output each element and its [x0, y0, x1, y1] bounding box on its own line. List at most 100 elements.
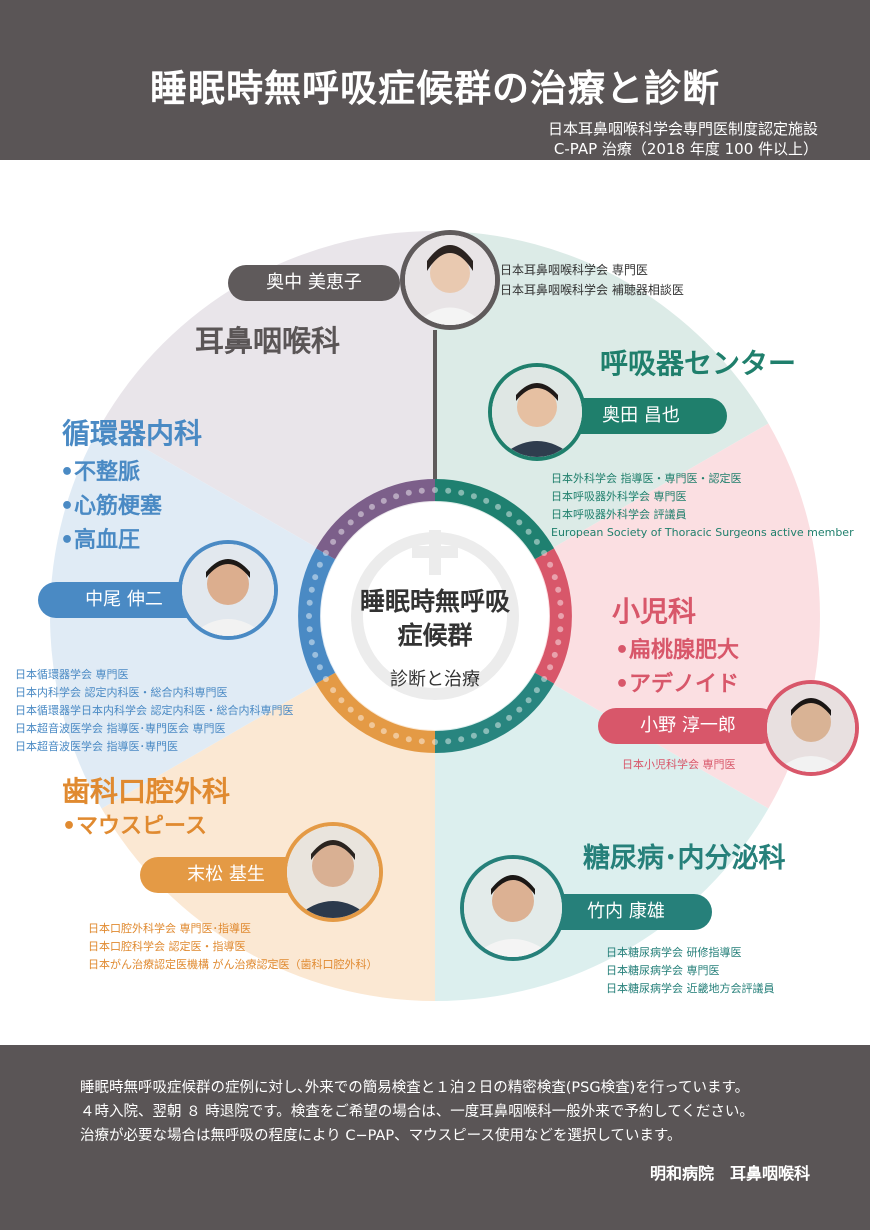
- hospital-watermark-icon: [351, 530, 519, 700]
- ring-dot: [555, 639, 562, 646]
- ring-dot: [495, 503, 501, 510]
- ring-dot: [483, 728, 490, 735]
- ring-segment-ent: [315, 479, 436, 560]
- ring-dot: [458, 489, 465, 496]
- ring-dot: [470, 493, 477, 500]
- ring-dot: [338, 528, 345, 535]
- ent-dept-title: 耳鼻咽喉科: [195, 324, 341, 358]
- ring-dot: [306, 626, 313, 633]
- ring-dot: [541, 550, 548, 556]
- pediatrics-bullets: •扁桃腺肥大 •アデノイド: [615, 638, 740, 697]
- ring-dot: [418, 738, 425, 745]
- subtitle-cpap: C-PAP 治療（2018 年度 100 件以上）: [553, 140, 818, 158]
- ring-dot: [369, 722, 375, 729]
- ring-dot: [380, 728, 387, 735]
- ring-dot: [483, 497, 490, 504]
- ring-dot: [458, 736, 465, 743]
- subtitle-certification: 日本耳鼻咽喉科学会専門医制度認定施設: [547, 120, 818, 138]
- diabetes-doctor-name: 竹内 康雄: [540, 894, 712, 930]
- dental-dept-title: 歯科口腔外科: [62, 775, 231, 808]
- center-title: 睡眠時無呼吸 症候群: [359, 587, 510, 650]
- ring-dot: [541, 676, 548, 682]
- ring-dot: [557, 626, 564, 633]
- ring-segment-respiratory: [434, 479, 555, 560]
- ring-dot: [555, 586, 562, 593]
- respiratory-doctor-photo: [488, 363, 586, 461]
- ring-dot: [547, 664, 554, 671]
- ring-dot: [405, 736, 412, 743]
- ring-dot: [380, 497, 387, 504]
- ring-dot: [322, 550, 329, 556]
- pediatrics-doctor-name: 小野 淳一郎: [598, 708, 778, 744]
- respiratory-dept-title: 呼吸器センター: [600, 347, 797, 380]
- footer-banner: [0, 1045, 870, 1230]
- ring-dot: [330, 538, 337, 545]
- ring-dot: [393, 732, 400, 739]
- footer-line-1: 睡眠時無呼吸症候群の症例に対し､外来での簡易検査と１泊２日の精密検査(PSG検査…: [80, 1080, 750, 1096]
- ring-dot: [322, 676, 329, 682]
- dental-doctor-photo: [283, 822, 383, 922]
- ring-dot: [516, 519, 523, 526]
- ring-dot: [312, 574, 319, 581]
- ring-dot: [316, 664, 323, 671]
- ring-dot: [316, 561, 323, 568]
- footer-line-2: ４時入院、翌朝 ８ 時退院です。検査をご希望の場合は、一度耳鼻咽喉科一般外来で予…: [80, 1104, 754, 1120]
- ring-dot: [551, 574, 558, 581]
- ring-dot: [533, 687, 540, 694]
- ring-segment-diabetes: [434, 672, 555, 753]
- ring-dot: [516, 706, 523, 713]
- ring-dot: [312, 651, 319, 658]
- cardio-dept-title: 循環器内科: [62, 417, 203, 450]
- ent-credentials: 日本耳鼻咽喉科学会 専門医 日本耳鼻咽喉科学会 補聴器相談医: [500, 263, 684, 297]
- ring-dot: [506, 714, 513, 721]
- ring-dot: [445, 738, 452, 745]
- ring-dot: [418, 487, 425, 494]
- pediatrics-dept-title: 小児科: [612, 595, 697, 628]
- ring-dot: [306, 599, 313, 606]
- ring-dot: [308, 639, 315, 646]
- ring-dot: [357, 714, 364, 721]
- ent-doctor-photo: [400, 230, 500, 330]
- dental-bullets: •マウスピース: [62, 814, 207, 839]
- ring-dot: [557, 599, 564, 606]
- ring-segment-pediatrics: [534, 548, 572, 684]
- ring-dot: [347, 519, 354, 526]
- ring-dot: [308, 586, 315, 593]
- page-title: 睡眠時無呼吸症候群の治療と診断: [150, 67, 720, 110]
- ring-dot: [347, 706, 354, 713]
- cardio-bullets: •不整脈 •心筋梗塞 •高血圧: [60, 460, 163, 553]
- ring-dot: [525, 697, 532, 704]
- ring-dot: [445, 487, 452, 494]
- ring-dot: [525, 528, 532, 535]
- ring-dot: [495, 722, 501, 729]
- ring-dot: [551, 651, 558, 658]
- pediatrics-credentials: 日本小児科学会 専門医: [622, 758, 736, 771]
- ring-dot: [369, 503, 375, 510]
- respiratory-credentials: 日本外科学会 指導医・専門医・認定医 日本呼吸器外科学会 専門医 日本呼吸器外科…: [551, 472, 854, 539]
- ring-dot: [405, 489, 412, 496]
- dental-credentials: 日本口腔外科学会 専門医･指導医 日本口腔科学会 認定医・指導医 日本がん治療認…: [88, 922, 378, 971]
- ring-dot: [506, 511, 513, 518]
- diabetes-credentials: 日本糖尿病学会 研修指導医 日本糖尿病学会 専門医 日本糖尿病学会 近畿地方会評…: [606, 946, 775, 995]
- ring-dot: [393, 493, 400, 500]
- diabetes-dept-title: 糖尿病･内分泌科: [583, 843, 786, 874]
- ring-segment-cardio: [298, 548, 336, 684]
- cardio-doctor-photo: [178, 540, 278, 640]
- diabetes-doctor-photo: [460, 855, 566, 961]
- ring-dot: [330, 687, 337, 694]
- ring-dot: [432, 487, 438, 493]
- ring-dot: [558, 613, 564, 619]
- ring-dot: [470, 732, 477, 739]
- ent-doctor-name: 奥中 美恵子: [228, 265, 400, 301]
- ring-dot: [432, 739, 438, 745]
- ring-dot: [357, 511, 364, 518]
- hospital-name: 明和病院 耳鼻咽喉科: [649, 1164, 810, 1183]
- header-banner: [0, 0, 870, 160]
- footer-line-3: 治療が必要な場合は無呼吸の程度により C−PAP、マウスピース使用などを選択して…: [80, 1128, 682, 1144]
- ring-dot: [547, 561, 554, 568]
- pediatrics-doctor-photo: [763, 680, 859, 776]
- cardio-credentials: 日本循環器学会 専門医 日本内科学会 認定内科医・総合内科専門医 日本循環器学日…: [15, 668, 294, 753]
- ring-dot: [306, 613, 312, 619]
- ring-segment-dental: [315, 672, 436, 753]
- ring-dot: [533, 538, 540, 545]
